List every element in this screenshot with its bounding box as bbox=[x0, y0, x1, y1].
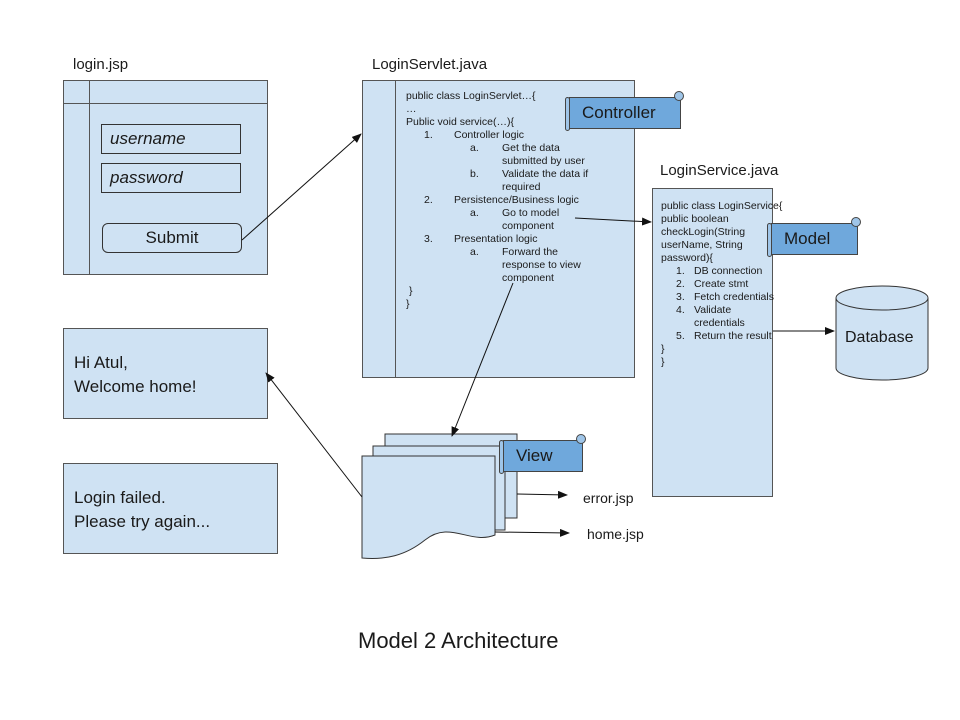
model-tag-label: Model bbox=[784, 229, 831, 248]
welcome-line-1: Hi Atul, bbox=[74, 353, 128, 372]
code-line: response to view bbox=[502, 259, 581, 271]
code-line: Public void service(…){ bbox=[406, 116, 514, 128]
code-line: 2. bbox=[424, 194, 433, 206]
code-line: Forward the bbox=[502, 246, 559, 258]
code-line: 1. bbox=[424, 129, 433, 141]
submit-button[interactable]: Submit bbox=[102, 223, 242, 253]
scroll-fold-icon bbox=[767, 223, 772, 257]
service-panel bbox=[652, 188, 773, 497]
code-line: … bbox=[406, 103, 417, 115]
model-tag: Model bbox=[767, 217, 861, 257]
scroll-curl-icon bbox=[576, 434, 586, 444]
scroll-curl-icon bbox=[851, 217, 861, 227]
code-line: Go to model bbox=[502, 207, 560, 219]
database-icon bbox=[835, 285, 929, 381]
code-line: public class LoginService{ bbox=[661, 200, 783, 212]
code-line: userName, String bbox=[661, 239, 743, 251]
login-page: username password Submit bbox=[63, 80, 268, 275]
view-tag-label: View bbox=[516, 446, 553, 465]
welcome-page: Hi Atul, Welcome home! bbox=[63, 328, 268, 419]
code-line: public boolean bbox=[661, 213, 729, 225]
welcome-line-2: Welcome home! bbox=[74, 377, 197, 396]
failed-line-1: Login failed. bbox=[74, 488, 166, 507]
code-line: Presentation logic bbox=[454, 233, 538, 245]
code-line: Persistence/Business logic bbox=[454, 194, 579, 206]
code-line: Validate the data if bbox=[502, 168, 589, 180]
view-to-welcome-arrow bbox=[265, 372, 363, 498]
code-line: } bbox=[406, 298, 410, 310]
view-to-home-arrow bbox=[494, 528, 570, 537]
code-line: a. bbox=[470, 142, 479, 154]
code-line: b. bbox=[470, 168, 479, 180]
password-field[interactable]: password bbox=[101, 163, 241, 193]
code-line: 4. bbox=[676, 304, 685, 316]
code-line: Return the result bbox=[694, 330, 772, 342]
login-page-header-line bbox=[64, 103, 267, 104]
code-line: Get the data bbox=[502, 142, 560, 154]
view-documents-icon bbox=[361, 433, 518, 559]
controller-tag: Controller bbox=[565, 91, 684, 131]
diagram-title: Model 2 Architecture bbox=[358, 628, 559, 653]
code-line: 3. bbox=[676, 291, 685, 303]
servlet-to-view-arrow bbox=[451, 282, 514, 437]
code-line: public class LoginServlet…{ bbox=[406, 90, 536, 102]
scroll-curl-icon bbox=[674, 91, 684, 101]
code-line: submitted by user bbox=[502, 155, 585, 167]
service-label: LoginService.java bbox=[660, 162, 779, 179]
code-line: Create stmt bbox=[694, 278, 749, 290]
code-line: Fetch credentials bbox=[694, 291, 774, 303]
code-line: credentials bbox=[694, 317, 745, 329]
code-line: component bbox=[502, 272, 554, 284]
code-line: password){ bbox=[661, 252, 713, 264]
code-line: component bbox=[502, 220, 554, 232]
servlet-margin-line bbox=[395, 81, 396, 377]
home-jsp-label: home.jsp bbox=[587, 526, 644, 542]
servlet-to-model-arrow bbox=[574, 217, 652, 226]
error-jsp-label: error.jsp bbox=[583, 490, 634, 506]
servlet-label: LoginServlet.java bbox=[372, 56, 488, 73]
code-line: } bbox=[661, 343, 665, 355]
code-line: checkLogin(String bbox=[661, 226, 746, 238]
code-line: } bbox=[409, 285, 413, 297]
login-failed-page: Login failed. Please try again... bbox=[63, 463, 278, 554]
code-line: a. bbox=[470, 246, 479, 258]
servlet-panel bbox=[362, 80, 635, 378]
code-line: 2. bbox=[676, 278, 685, 290]
login-page-side-line bbox=[89, 81, 90, 274]
login-jsp-label: login.jsp bbox=[73, 56, 129, 73]
code-line: required bbox=[502, 181, 541, 193]
database-label: Database bbox=[845, 329, 914, 346]
scroll-fold-icon bbox=[499, 440, 504, 474]
username-field[interactable]: username bbox=[101, 124, 241, 154]
code-line: } bbox=[661, 356, 665, 368]
failed-line-2: Please try again... bbox=[74, 512, 211, 531]
view-to-error-arrow bbox=[516, 490, 568, 499]
view-tag: View bbox=[499, 434, 586, 474]
code-line: 1. bbox=[676, 265, 685, 277]
code-line: Validate bbox=[694, 304, 732, 316]
submit-to-servlet-arrow bbox=[241, 133, 362, 241]
scroll-fold-icon bbox=[565, 97, 570, 131]
code-line: DB connection bbox=[694, 265, 763, 277]
code-line: 3. bbox=[424, 233, 433, 245]
code-line: 5. bbox=[676, 330, 685, 342]
code-line: a. bbox=[470, 207, 479, 219]
controller-tag-label: Controller bbox=[582, 103, 656, 122]
code-line: Controller logic bbox=[454, 129, 525, 141]
